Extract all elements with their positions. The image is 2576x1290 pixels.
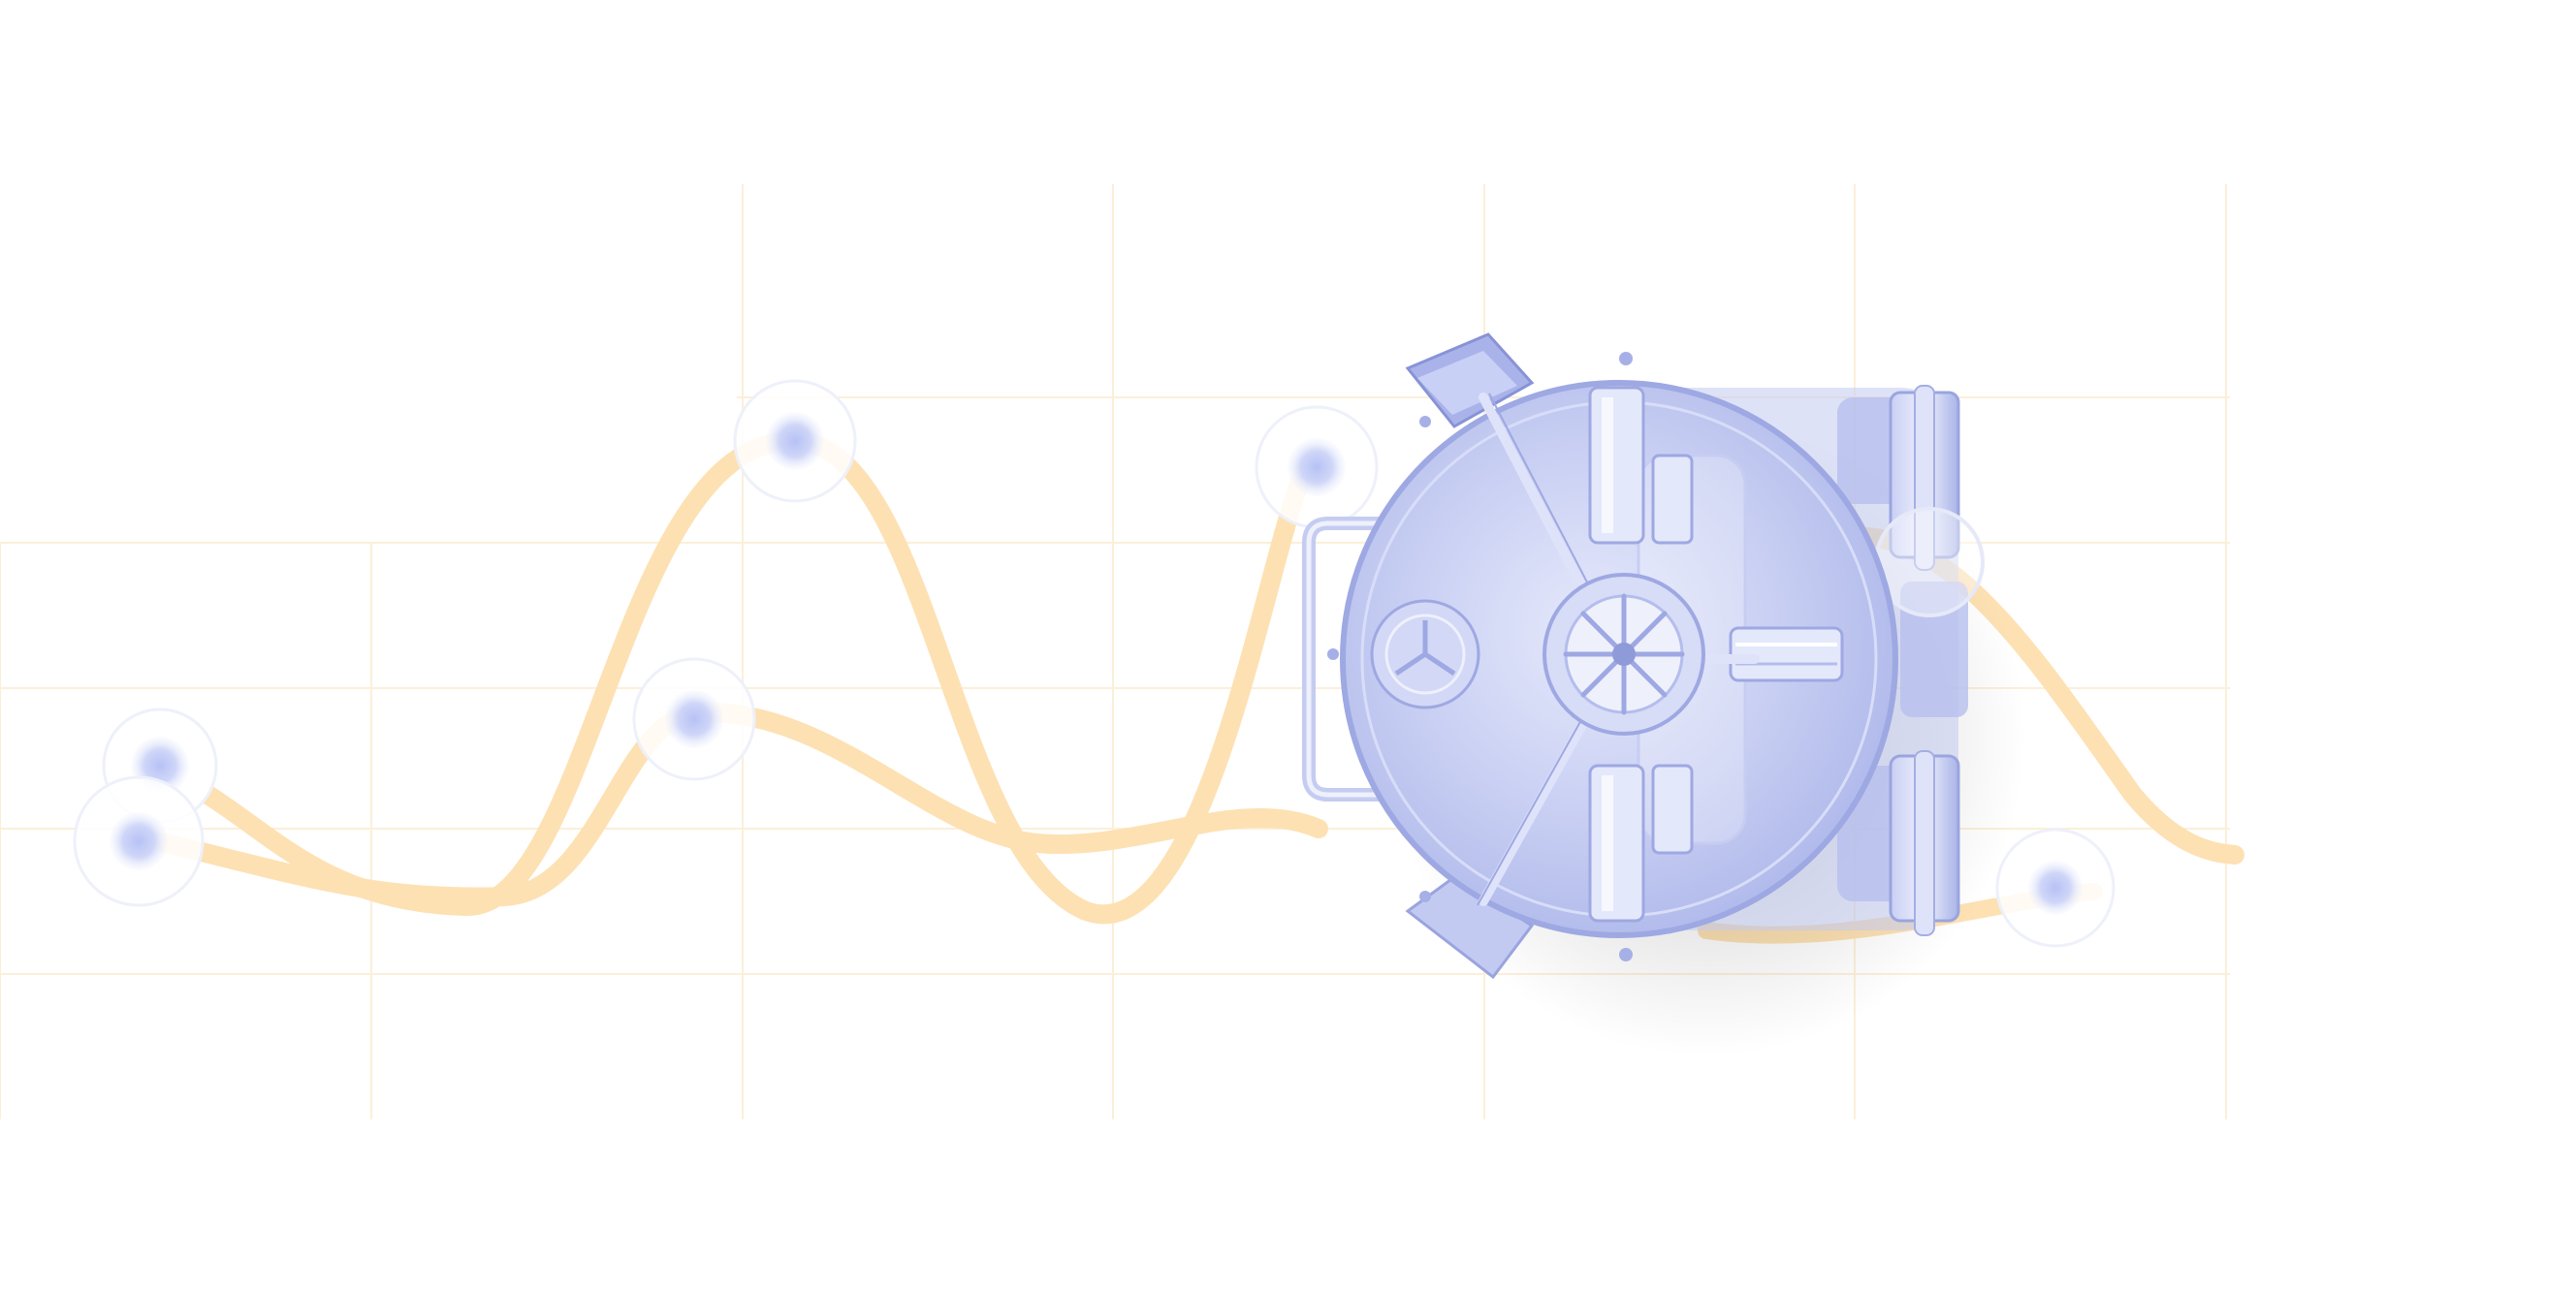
hinge-bottom (1837, 750, 1960, 936)
node-icon (73, 775, 205, 907)
node-icon (632, 657, 756, 781)
dial-icon (1370, 599, 1480, 709)
hinge-top (1837, 385, 1960, 571)
bolt-bottom (1588, 764, 1694, 923)
node-icon (1995, 828, 2115, 948)
bolt-top (1588, 386, 1694, 545)
bolt-right (1729, 626, 1844, 682)
vault-door-icon (1302, 332, 2026, 1056)
hub-wheel (1542, 573, 1705, 736)
clamp-top-left (1405, 332, 1535, 428)
hinge-middle (1874, 507, 1985, 717)
node-icon (1255, 405, 1379, 529)
clamp-bottom-left (1405, 875, 1535, 980)
node-icon (733, 379, 857, 503)
curve-nodes (73, 379, 2115, 948)
door-rivets (1327, 352, 1633, 961)
